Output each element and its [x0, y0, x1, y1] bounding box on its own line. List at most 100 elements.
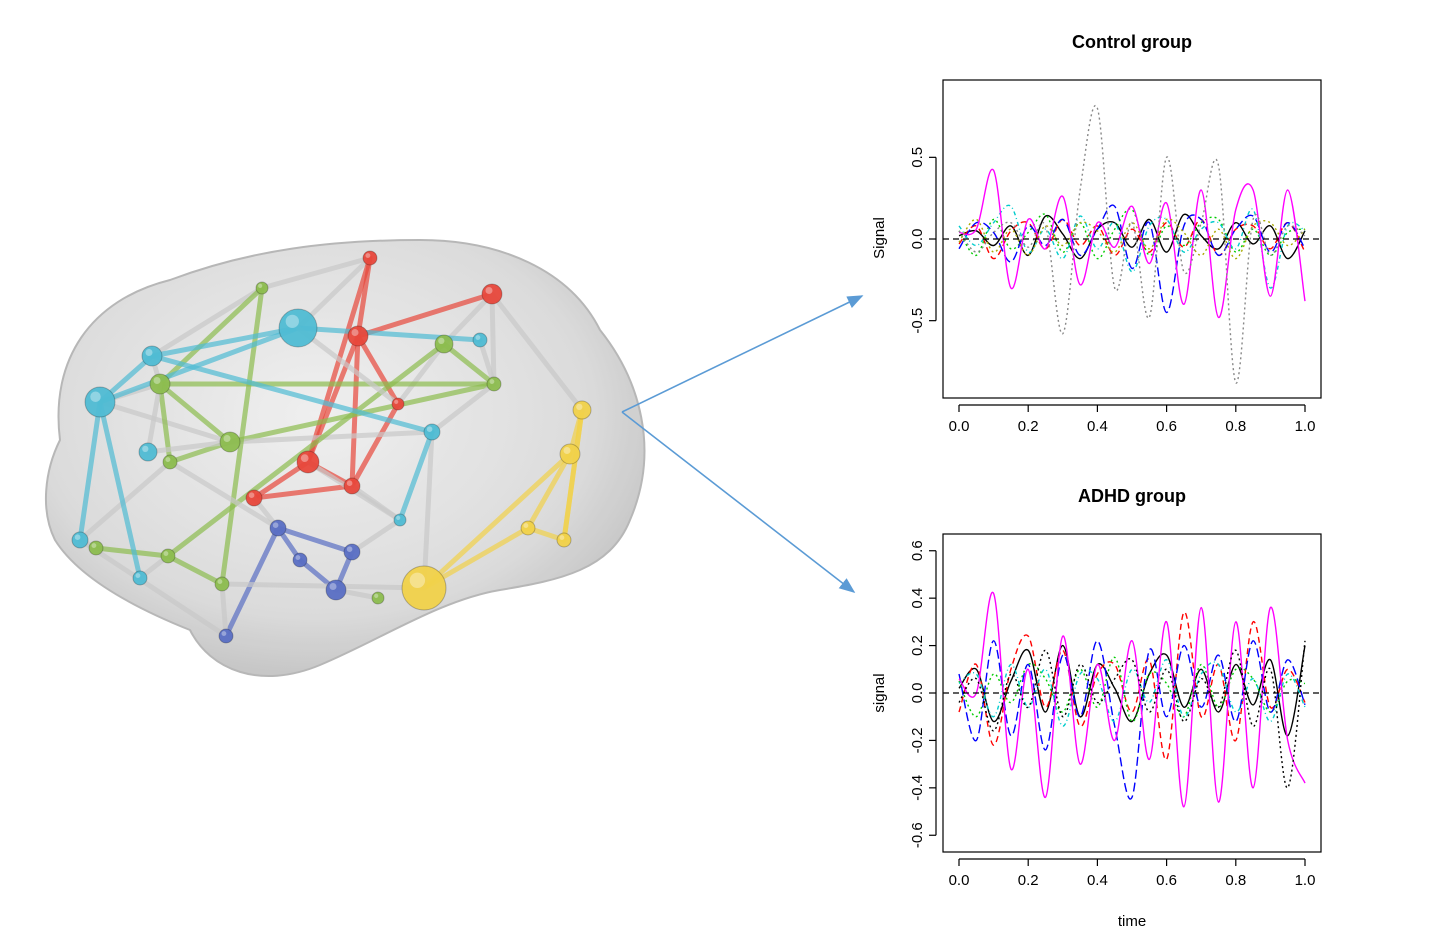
node-highlight	[523, 523, 529, 528]
series-line	[958, 611, 1306, 761]
node-highlight	[258, 283, 263, 288]
network-node	[292, 552, 308, 568]
network-node	[162, 454, 178, 470]
series-line	[958, 591, 1306, 808]
arrow-to-adhd	[621, 411, 856, 593]
x-tick-label: 1.0	[1295, 418, 1316, 435]
network-node	[434, 334, 454, 354]
chart-title: ADHD group	[1078, 486, 1186, 506]
network-edge	[259, 255, 373, 291]
network-edge	[397, 429, 435, 523]
series-line	[958, 640, 1306, 800]
network-edge	[165, 341, 447, 559]
network-edge	[97, 325, 301, 405]
network-node	[393, 513, 407, 527]
node-highlight	[153, 377, 161, 384]
node-highlight	[248, 492, 255, 499]
node-highlight	[409, 572, 426, 588]
x-tick-label: 0.8	[1225, 418, 1246, 435]
series-line	[958, 204, 1306, 289]
network-edge	[77, 537, 229, 639]
series-line	[958, 640, 1306, 789]
node-highlight	[142, 445, 149, 452]
x-tick-label: 0.2	[1018, 418, 1039, 435]
node-highlight	[559, 535, 565, 540]
series-line	[958, 644, 1306, 737]
network-node	[160, 548, 176, 564]
network-edge	[355, 291, 495, 339]
network-edge	[97, 399, 143, 581]
network-node	[255, 281, 269, 295]
network-node	[347, 325, 369, 347]
y-tick-label: -0.2	[909, 727, 926, 753]
x-tick-label: 0.4	[1087, 872, 1108, 889]
y-axis-label: Signal	[871, 217, 888, 259]
x-tick-label: 0.8	[1225, 872, 1246, 889]
brain-network-illustration	[45, 238, 646, 678]
node-highlight	[145, 349, 153, 356]
y-tick-label: 0.6	[909, 540, 926, 561]
network-node	[391, 397, 405, 411]
node-highlight	[396, 515, 401, 521]
x-tick-label: 0.0	[949, 872, 970, 889]
x-tick-label: 0.6	[1156, 418, 1177, 435]
node-highlight	[285, 314, 299, 328]
node-highlight	[91, 543, 97, 548]
network-edge	[429, 381, 497, 435]
node-highlight	[351, 329, 359, 336]
network-edge	[145, 381, 163, 455]
network-node	[325, 579, 347, 601]
x-tick-label: 1.0	[1295, 872, 1316, 889]
network-edge	[251, 483, 355, 501]
network-node	[214, 576, 230, 592]
arrow-to-control	[621, 295, 864, 413]
node-highlight	[295, 555, 301, 560]
x-tick-label: 0.0	[949, 418, 970, 435]
network-node	[486, 376, 502, 392]
network-node	[481, 283, 503, 305]
network-edge	[295, 325, 401, 407]
network-node	[343, 543, 361, 561]
series-line	[958, 656, 1306, 723]
y-tick-label: 0.5	[909, 147, 926, 168]
node-highlight	[90, 391, 101, 402]
network-edge	[149, 325, 301, 359]
node-highlight	[135, 573, 141, 578]
network-node	[218, 628, 234, 644]
series-line	[958, 659, 1306, 727]
series-line	[958, 218, 1306, 260]
network-node	[132, 570, 148, 586]
node-highlight	[489, 379, 495, 384]
y-axis-label: signal	[871, 673, 888, 712]
node-highlight	[74, 534, 81, 540]
network-edge	[275, 525, 355, 555]
network-edge	[145, 439, 233, 455]
node-highlight	[563, 447, 571, 454]
network-node	[88, 540, 104, 556]
network-node	[71, 531, 89, 549]
network-edge	[77, 399, 103, 543]
network-node	[343, 477, 361, 495]
y-tick-label: 0.2	[909, 635, 926, 656]
network-edge	[219, 581, 229, 639]
network-node	[401, 565, 447, 611]
x-tick-label: 0.4	[1087, 418, 1108, 435]
network-edge	[441, 341, 497, 387]
network-edge	[157, 381, 233, 445]
node-highlight	[576, 403, 583, 410]
x-tick-label: 0.6	[1156, 872, 1177, 889]
network-edge	[395, 341, 447, 407]
network-edge	[421, 429, 435, 591]
network-edge	[489, 291, 497, 387]
node-highlight	[163, 551, 169, 556]
node-highlight	[438, 337, 445, 344]
network-node	[520, 520, 536, 536]
node-highlight	[165, 457, 171, 462]
network-edge	[167, 459, 281, 531]
node-highlight	[394, 399, 399, 404]
node-highlight	[346, 480, 353, 487]
chart-title: Control group	[1072, 32, 1192, 52]
